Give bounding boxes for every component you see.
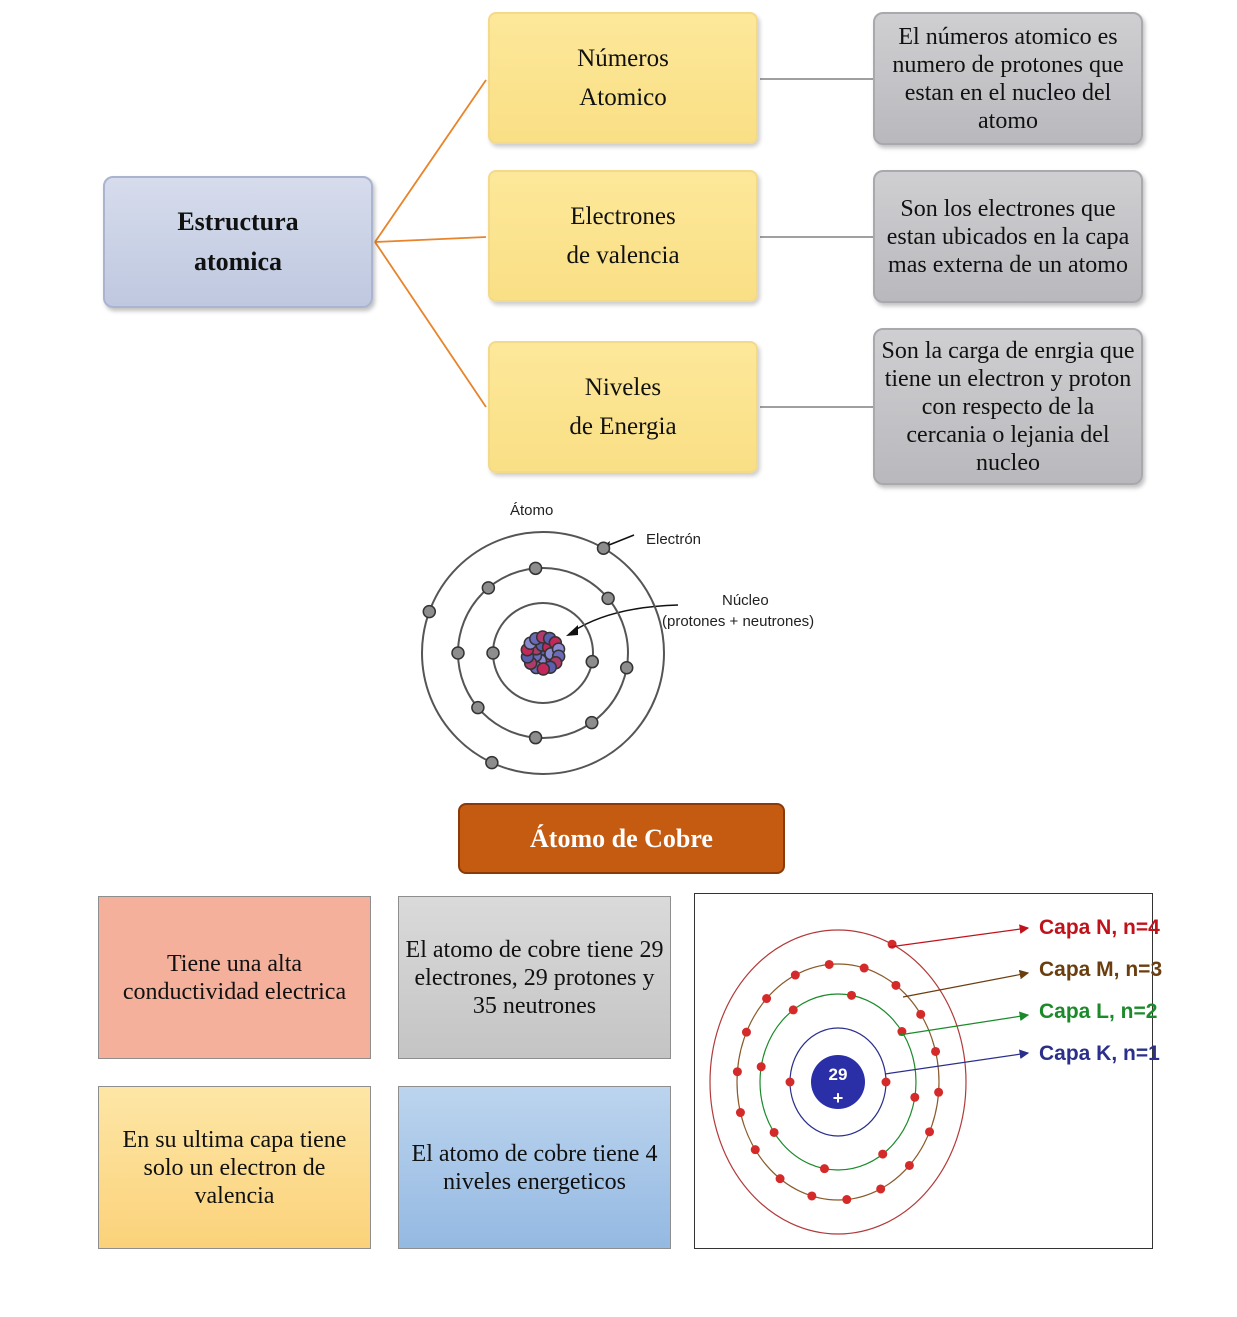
connector-root-niveles — [374, 241, 487, 408]
fact-text: El atomo de cobre tiene 4 niveles energe… — [411, 1140, 658, 1195]
copper-electron — [769, 1127, 779, 1137]
copper-electron — [732, 1067, 742, 1077]
copper-electron — [847, 990, 857, 1000]
arrow-shell-l — [898, 1011, 1030, 1036]
description-text: Son la carga de enrgia que tiene un elec… — [881, 337, 1135, 476]
copper-electron — [934, 1087, 944, 1097]
description-niveles-energia: Son la carga de enrgia que tiene un elec… — [873, 328, 1143, 485]
atom-nucleus — [520, 630, 566, 676]
fact-text: En su ultima capa tiene solo un electron… — [122, 1126, 347, 1209]
nucleus-sublabel: (protones + neutrones) — [662, 613, 814, 630]
atom-orbit-outer — [421, 531, 665, 775]
copper-electron — [807, 1191, 817, 1201]
description-text: Son los electrones que estan ubicados en… — [886, 195, 1130, 278]
copper-electron — [910, 1092, 920, 1102]
electron — [422, 604, 437, 619]
copper-electron — [876, 1184, 886, 1194]
connector-root-numeros — [374, 79, 487, 243]
copper-electron — [916, 1009, 926, 1019]
electron — [528, 730, 543, 745]
atom-electrons — [422, 541, 634, 770]
atom-title: Átomo — [510, 502, 553, 519]
copper-electron — [842, 1195, 852, 1205]
branch-numeros-atomico: Números Atomico — [488, 12, 758, 144]
copper-electron — [881, 1077, 891, 1087]
description-numeros-atomico: El números atomico es numero de protones… — [873, 12, 1143, 145]
copper-electron — [756, 1062, 766, 1072]
electron — [601, 591, 615, 606]
fact-electron-valencia: En su ultima capa tiene solo un electron… — [98, 1086, 371, 1249]
concept-map-connectors — [374, 78, 873, 408]
fact-electrones-protones: El atomo de cobre tiene 29 electrones, 2… — [398, 896, 671, 1059]
copper-electron — [925, 1127, 935, 1137]
connector-root-electrones — [374, 236, 487, 243]
copper-electrons — [732, 939, 944, 1205]
electron — [596, 541, 611, 555]
branch-niveles-energia: Niveles de Energia — [488, 341, 758, 473]
copper-electron — [775, 1174, 785, 1184]
arrow-shell-m — [902, 969, 1030, 998]
root-node-label: Estructura atomica — [177, 207, 299, 276]
copper-nucleus-number: 29 — [829, 1065, 848, 1084]
branch-electrones-valencia: Electrones de valencia — [488, 170, 758, 302]
shell-l-orbit — [759, 993, 917, 1171]
label-shell-l: Capa L, n=2 — [1039, 1000, 1157, 1023]
shell-n-orbit — [709, 929, 967, 1235]
fact-text: Tiene una alta conductividad electrica — [122, 950, 347, 1005]
fact-conductividad: Tiene una alta conductividad electrica — [98, 896, 371, 1059]
electron — [585, 654, 599, 669]
copper-atom-diagram: 29 + Capa N, n=4 Capa M, n=3 Capa L, n=2… — [709, 916, 1162, 1235]
copper-nucleus — [811, 1055, 865, 1109]
description-text: El números atomico es numero de protones… — [892, 23, 1124, 134]
label-shell-n: Capa N, n=4 — [1039, 916, 1160, 939]
atom-diagram: Átomo Electrón Núcleo (protones + neutro… — [421, 502, 814, 775]
root-node-estructura-atomica: Estructura atomica — [103, 176, 373, 308]
copper-electron — [750, 1145, 760, 1155]
copper-electron — [904, 1160, 914, 1170]
electron — [481, 581, 496, 595]
electron — [528, 561, 543, 576]
branch-label: Niveles de Energia — [569, 374, 677, 440]
copper-electron — [824, 959, 834, 969]
copper-title: Átomo de Cobre — [458, 803, 785, 874]
label-shell-m: Capa M, n=3 — [1039, 958, 1162, 981]
electron-label: Electrón — [646, 531, 701, 548]
fact-niveles-energeticos: El atomo de cobre tiene 4 niveles energe… — [398, 1086, 671, 1249]
label-shell-k: Capa K, n=1 — [1039, 1042, 1160, 1065]
fact-text: El atomo de cobre tiene 29 electrones, 2… — [405, 936, 664, 1019]
description-electrones-valencia: Son los electrones que estan ubicados en… — [873, 170, 1143, 303]
copper-electron — [741, 1027, 751, 1037]
electron — [471, 700, 485, 715]
copper-electron — [931, 1046, 941, 1056]
copper-electron — [788, 1005, 798, 1015]
copper-atom-diagram-frame: 29 + Capa N, n=4 Capa M, n=3 Capa L, n=2… — [694, 893, 1162, 1249]
copper-electron — [878, 1149, 888, 1159]
nucleus-label: Núcleo — [722, 592, 769, 609]
copper-electron — [735, 1108, 745, 1118]
electron — [585, 715, 599, 730]
nucleon — [536, 662, 551, 676]
copper-electron — [891, 980, 901, 990]
nucleus-pointer-arrowhead — [566, 625, 578, 636]
copper-title-text: Átomo de Cobre — [530, 823, 713, 853]
electron — [486, 646, 500, 660]
arrow-shell-n — [888, 924, 1030, 948]
electron — [485, 755, 499, 770]
electron — [619, 661, 634, 675]
copper-electron — [819, 1164, 829, 1174]
branch-label: Números Atomico — [577, 45, 669, 111]
arrow-shell-k — [884, 1049, 1030, 1075]
copper-nucleus-sign: + — [833, 1088, 844, 1108]
copper-electron — [762, 994, 772, 1004]
shell-m-orbit — [736, 963, 940, 1201]
copper-electron — [859, 963, 869, 973]
copper-electron — [785, 1077, 795, 1087]
branch-label: Electrones de valencia — [566, 203, 680, 269]
electron — [451, 646, 465, 660]
copper-electron — [887, 939, 897, 949]
copper-electron — [790, 970, 800, 980]
